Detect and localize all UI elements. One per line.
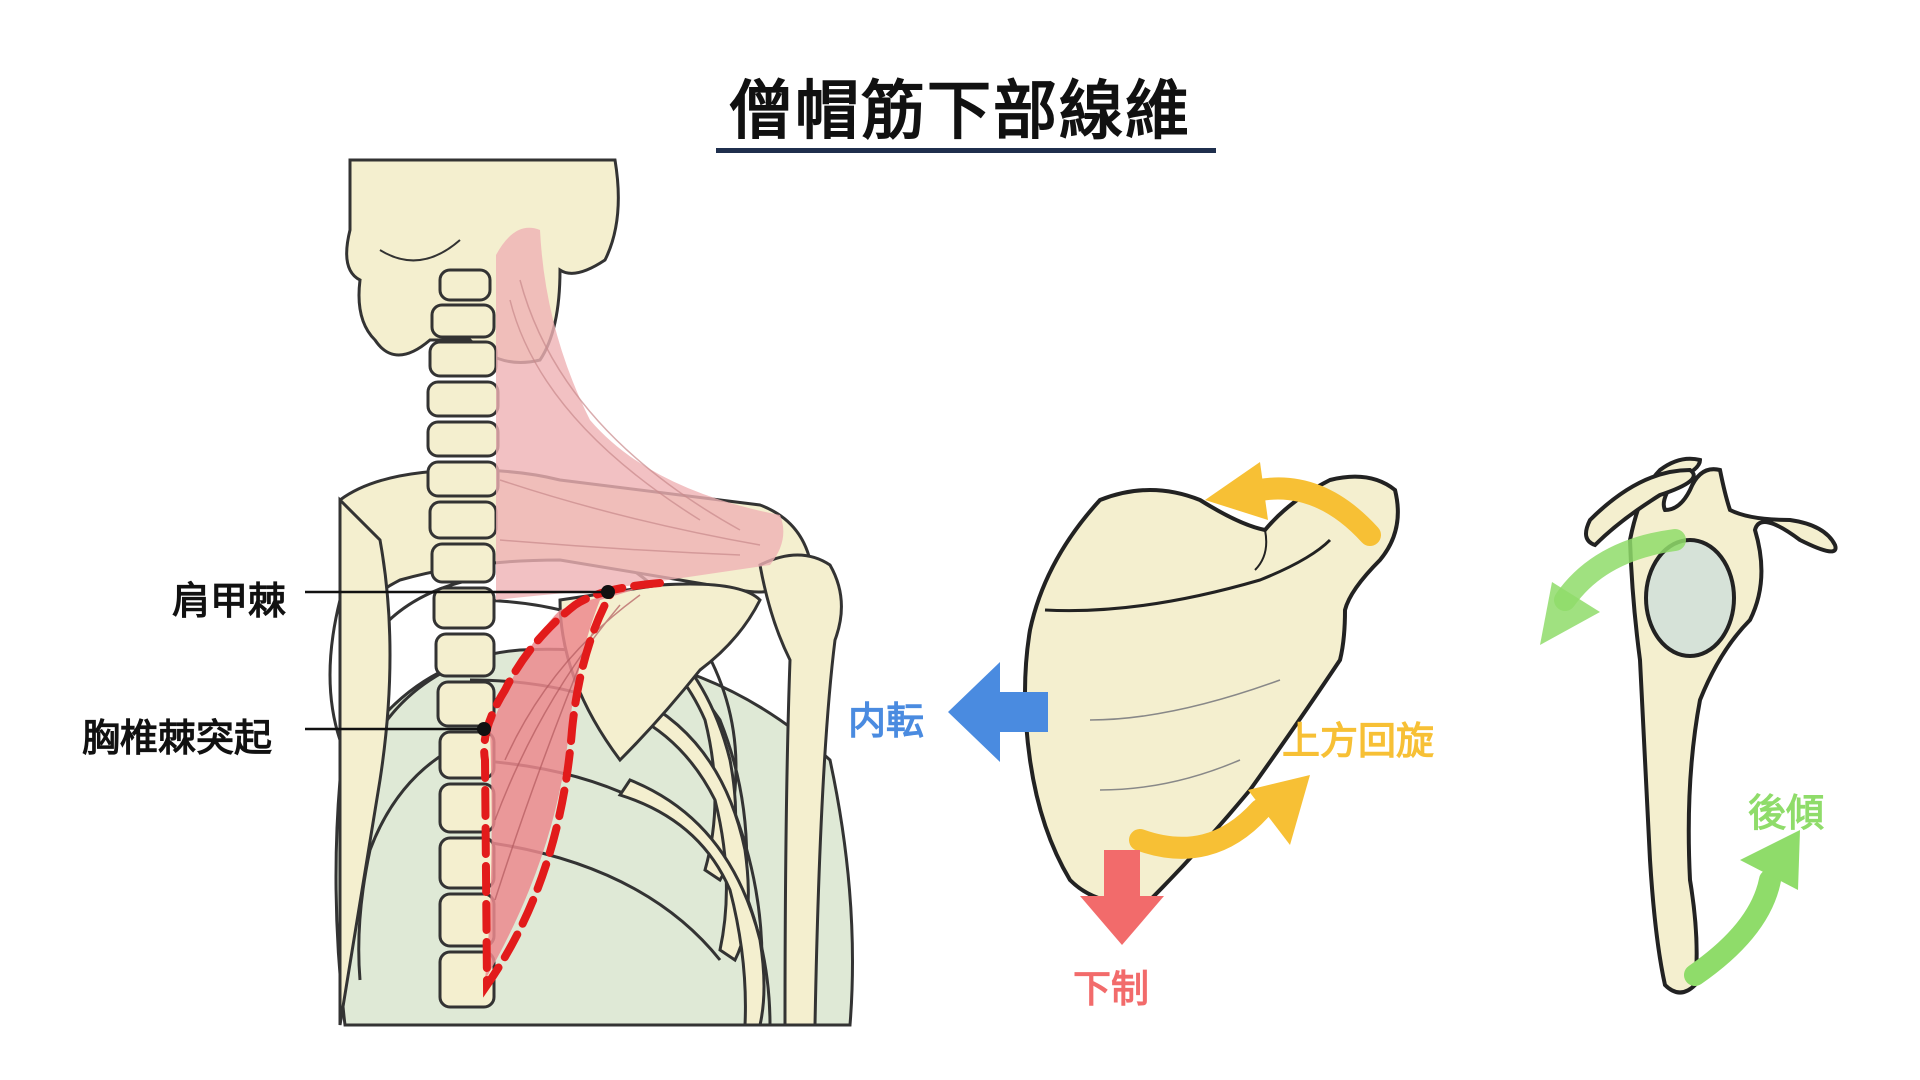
label-scapular-spine: 肩甲棘 <box>172 579 287 623</box>
label-depression: 下制 <box>1073 967 1150 1011</box>
scapula-posterior <box>948 462 1400 945</box>
page-title: 僧帽筋下部線維 <box>729 75 1191 149</box>
label-thoracic-spinous-process: 胸椎棘突起 <box>82 716 273 760</box>
label-posterior-tilt: 後傾 <box>1748 791 1825 835</box>
label-adduction: 内転 <box>848 699 925 743</box>
posterior-skeleton <box>305 158 854 1027</box>
label-upward-rotation: 上方回旋 <box>1282 719 1435 763</box>
title-underline <box>716 148 1216 153</box>
scapula-lateral <box>1540 456 1838 995</box>
